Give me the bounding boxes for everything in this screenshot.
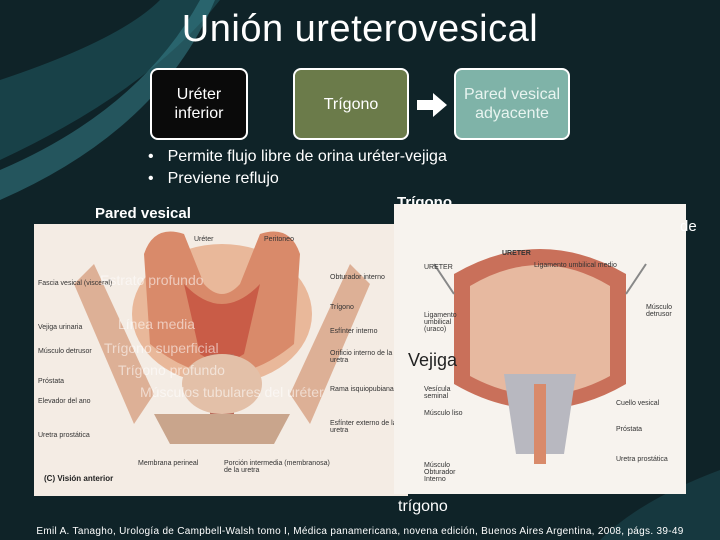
overlay-text: Músculos tubulares del uréter [140, 384, 324, 400]
label-vejiga: Vejiga [408, 350, 458, 370]
fig-label: Porción intermedia (membranosa) de la ur… [224, 460, 330, 474]
bladder-section-illustration [433, 249, 647, 464]
box-trigono: Trígono [293, 68, 409, 140]
fig-label: Elevador del ano [38, 398, 91, 405]
fig-label: Peritoneo [264, 236, 294, 243]
anatomy-figure-anterior: Fascia vesical (visceral) Vejiga urinari… [34, 224, 408, 496]
fig-label: Esfínter interno [330, 328, 378, 335]
fig-label: Músculo liso [424, 410, 463, 417]
fig-label: Ligamento umbilical medio [534, 262, 617, 269]
fig-label: Músculo detrusor [646, 304, 673, 318]
fig-label: Próstata [616, 426, 643, 433]
label-de: de [680, 218, 697, 235]
fig-label: Vesícula seminal [424, 386, 451, 400]
fig-label: Esfínter externo de la uretra [330, 420, 397, 434]
fig-label: Próstata [38, 378, 65, 385]
fig-label: Rama isquiopubiana [330, 386, 394, 393]
fig-label: Vejiga urinaria [38, 324, 83, 331]
fig-label: Ligamento umbilical (uraco) [424, 312, 457, 333]
overlay-text: Trígono superficial [104, 340, 219, 356]
anatomy-figure-bladder: Vejiga URETER URETER Ligamento umbilical… [394, 204, 686, 494]
arrow-right-icon [417, 93, 447, 117]
overlay-text: Trígono profundo [118, 362, 225, 378]
label-trigono-bottom: trígono [398, 498, 448, 515]
fig-label: Membrana perineal [138, 460, 199, 467]
bullet-item: Previene reflujo [148, 168, 447, 190]
footer-citation: Emil A. Tanagho, Urología de Campbell-Wa… [36, 526, 684, 537]
fig-label: URETER [424, 264, 453, 271]
box-pared-vesical: Pared vesical adyacente [454, 68, 570, 140]
fig-label: Fascia vesical (visceral) [38, 280, 113, 287]
fig-label: Uretra prostática [38, 432, 90, 439]
fig-label: Obturador interno [330, 274, 385, 281]
bullet-item: Permite flujo libre de orina uréter-veji… [148, 146, 447, 168]
fig-label: Orificio interno de la uretra [330, 350, 393, 364]
box-ureter-inferior: Uréter inferior [150, 68, 248, 140]
bullet-list: Permite flujo libre de orina uréter-veji… [148, 146, 447, 190]
figure-caption: (C) Visión anterior [44, 474, 114, 483]
overlay-text: Estrato profundo [100, 272, 204, 288]
fig-label: Cuello vesical [616, 400, 660, 407]
fig-label: Músculo detrusor [38, 348, 92, 355]
fig-label: Uréter [194, 236, 214, 243]
bladder-anterior-illustration [74, 231, 370, 444]
fig-label: URETER [502, 250, 531, 257]
overlay-text: Línea media [118, 316, 196, 332]
fig-label: Músculo Obturador Interno [424, 462, 456, 483]
fig-label: Trígono [330, 304, 354, 311]
page-title: Unión ureterovesical [181, 8, 539, 50]
label-pared-vesical: Pared vesical [95, 205, 191, 222]
fig-label: Uretra prostática [616, 456, 668, 463]
